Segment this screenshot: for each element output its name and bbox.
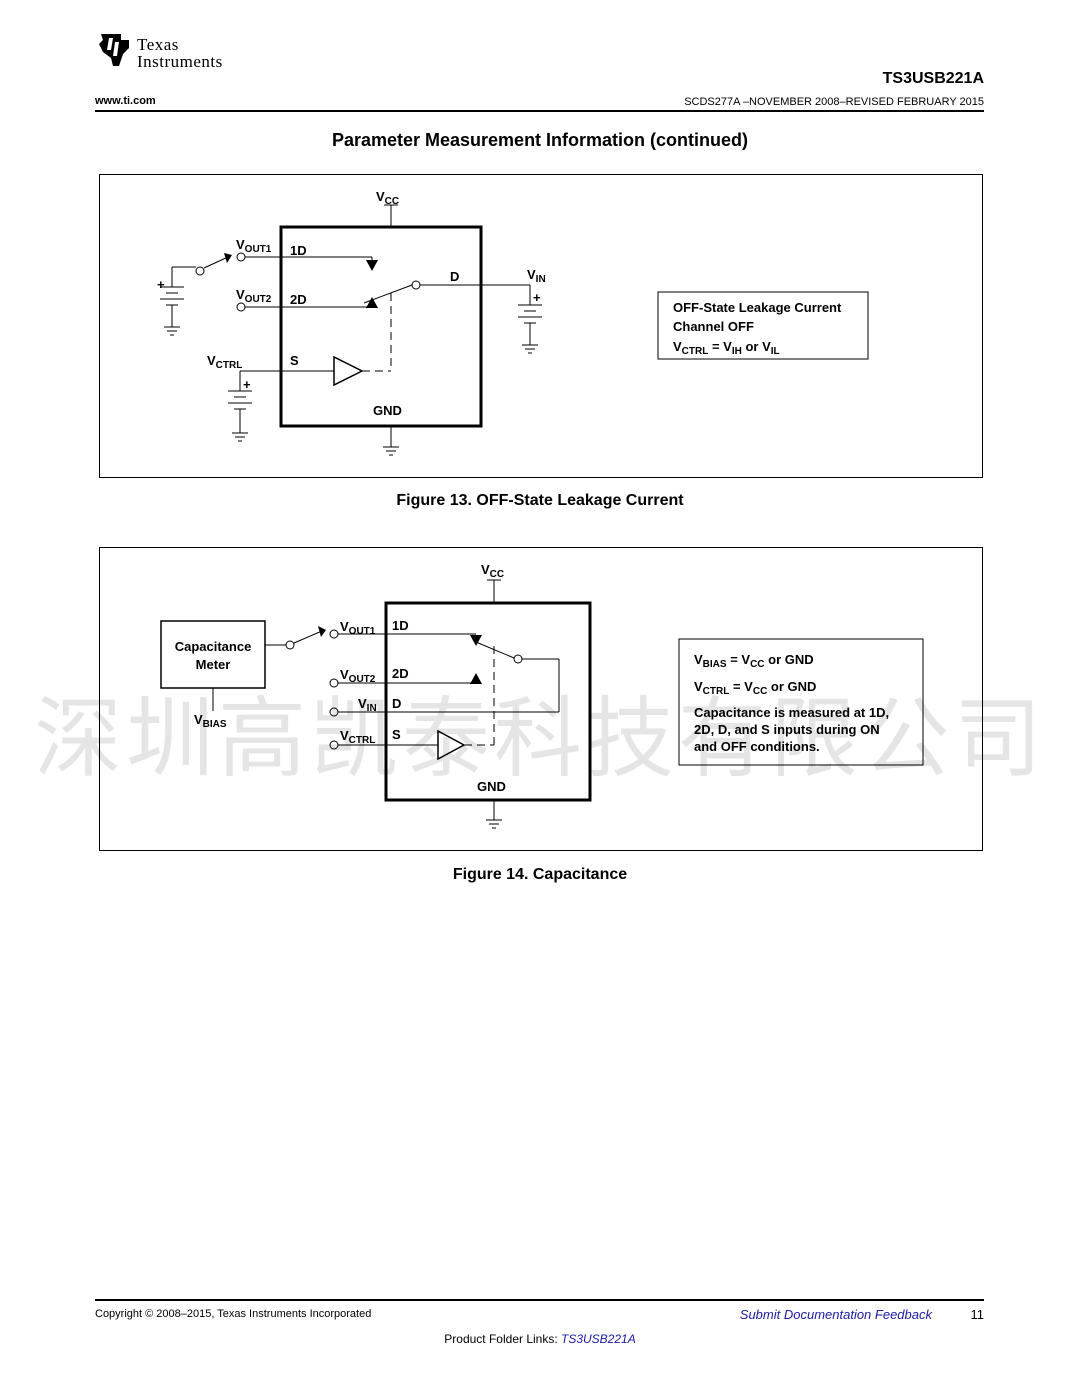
fig13-note-line3: VCTRL = VIH or VIL xyxy=(673,339,780,357)
fig13-vctrl-label: VCTRL xyxy=(207,353,242,371)
fig14-note-line5: and OFF conditions. xyxy=(694,739,820,754)
footer-rule xyxy=(95,1299,984,1301)
fig14-vout1-label: VOUT1 xyxy=(340,619,376,637)
fig14-vout2-label: VOUT2 xyxy=(340,667,376,685)
fig13-vcc-label: VCC xyxy=(376,189,399,207)
fig14-vbias-label: VBIAS xyxy=(194,712,227,730)
product-folder-links: Product Folder Links: TS3USB221A xyxy=(0,1332,1080,1346)
product-links-label: Product Folder Links: xyxy=(444,1332,561,1346)
fig14-meter-line1: Capacitance xyxy=(175,639,252,654)
fig13-vin-plus: + xyxy=(533,290,541,305)
figure-13-diagram: VCC VOUT1 1D VOUT2 2D D S VCTRL xyxy=(99,174,983,478)
fig14-meter-line2: Meter xyxy=(196,657,231,672)
fig14-pin-d: D xyxy=(392,696,401,711)
fig13-vout2-label: VOUT2 xyxy=(236,287,272,305)
fig14-note-line1: VBIAS = VCC or GND xyxy=(694,652,814,670)
fig13-vctrl-plus: + xyxy=(243,377,251,392)
fig14-gnd-label: GND xyxy=(477,779,506,794)
fig13-pin-s: S xyxy=(290,353,299,368)
ti-logo-icon xyxy=(99,34,129,66)
fig13-note-line2: Channel OFF xyxy=(673,319,754,334)
logo-word-2: Instruments xyxy=(137,52,223,71)
fig14-pin-1d: 1D xyxy=(392,618,409,633)
logo-word-1: Texas xyxy=(137,35,179,54)
fig13-note-line1: OFF-State Leakage Current xyxy=(673,300,842,315)
product-link[interactable]: TS3USB221A xyxy=(561,1332,636,1346)
document-id: SCDS277A –NOVEMBER 2008–REVISED FEBRUARY… xyxy=(684,96,984,108)
fig14-note-line4: 2D, D, and S inputs during ON xyxy=(694,722,880,737)
fig13-pin-d: D xyxy=(450,269,459,284)
ti-logo[interactable]: Texas Instruments xyxy=(95,30,275,75)
header-rule xyxy=(95,110,984,112)
figure-14-diagram: VCC Capacitance Meter VBIAS VOUT1 1D VOU… xyxy=(99,547,983,851)
fig13-vout1-label: VOUT1 xyxy=(236,237,272,255)
figure-14-schematic: VCC Capacitance Meter VBIAS VOUT1 1D VOU… xyxy=(160,562,924,829)
page-number: 11 xyxy=(970,1307,985,1322)
figure-13-caption: Figure 13. OFF-State Leakage Current xyxy=(396,492,684,509)
fig13-gnd-label: GND xyxy=(373,403,402,418)
figure-14-caption: Figure 14. Capacitance xyxy=(452,866,628,883)
fig14-note-line3: Capacitance is measured at 1D, xyxy=(694,705,889,720)
fig13-pin-1d: 1D xyxy=(290,243,307,258)
fig13-vin-label: VIN xyxy=(527,267,546,285)
fig14-vcc-label: VCC xyxy=(481,562,504,580)
fig14-vctrl-label: VCTRL xyxy=(340,728,375,746)
feedback-link[interactable]: Submit Documentation Feedback xyxy=(739,1307,932,1322)
copyright: Copyright © 2008–2015, Texas Instruments… xyxy=(95,1308,372,1320)
fig14-vin-label: VIN xyxy=(358,696,377,714)
fig13-left-plus: + xyxy=(157,277,165,292)
fig14-pin-2d: 2D xyxy=(392,666,409,681)
fig13-pin-2d: 2D xyxy=(290,292,307,307)
figure-13-schematic: VCC VOUT1 1D VOUT2 2D D S VCTRL xyxy=(157,189,869,456)
fig14-note-line2: VCTRL = VCC or GND xyxy=(694,679,816,697)
section-title: Parameter Measurement Information (conti… xyxy=(331,130,749,150)
fig14-pin-s: S xyxy=(392,727,401,742)
part-number: TS3USB221A xyxy=(882,70,984,87)
website-link[interactable]: www.ti.com xyxy=(95,95,156,107)
